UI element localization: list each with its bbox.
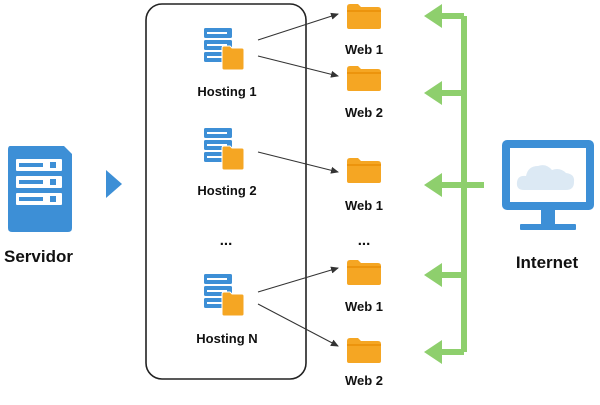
hosting-container bbox=[145, 3, 307, 380]
hosting-n: Hosting N bbox=[196, 273, 258, 346]
internet-arrows bbox=[440, 13, 484, 355]
connector-hosting2-web1 bbox=[257, 151, 339, 174]
internet-arrowhead-1 bbox=[424, 4, 442, 28]
web-ellipsis: ... bbox=[358, 232, 371, 249]
hosting-server-folder-icon bbox=[203, 27, 245, 71]
connector-hosting1-web1 bbox=[257, 12, 339, 41]
web-folder-hn-w1: Web 1 bbox=[345, 259, 383, 314]
internet-label: Internet bbox=[516, 253, 579, 272]
folder-icon bbox=[346, 3, 382, 30]
server-node: Servidor bbox=[4, 146, 73, 266]
server-label: Servidor bbox=[4, 247, 73, 266]
folder-icon bbox=[346, 259, 382, 286]
folder-icon bbox=[346, 65, 382, 92]
hosting-1: Hosting 1 bbox=[197, 27, 257, 99]
internet-arrowhead-3 bbox=[424, 173, 442, 197]
server-icon bbox=[8, 146, 72, 232]
internet-arrowhead-2 bbox=[424, 81, 442, 105]
web-label: Web 1 bbox=[345, 299, 383, 314]
hosting-2: Hosting 2 bbox=[197, 127, 257, 198]
web-folder-h1-w1: Web 1 bbox=[345, 3, 383, 57]
connector-hostingn-web1 bbox=[257, 266, 339, 293]
internet-node: Internet bbox=[502, 140, 594, 272]
web-folder-hn-w2: Web 2 bbox=[345, 337, 383, 388]
hosting-label: Hosting 2 bbox=[197, 183, 256, 198]
folder-icon bbox=[346, 157, 382, 184]
monitor-cloud-icon bbox=[502, 140, 594, 230]
internet-arrowhead-5 bbox=[424, 340, 442, 364]
web-label: Web 2 bbox=[345, 105, 383, 120]
hosting-label: Hosting 1 bbox=[197, 84, 256, 99]
connector-hosting1-web2 bbox=[257, 55, 339, 78]
connector-hostingn-web2 bbox=[257, 303, 339, 347]
web-folder-h2-w1: Web 1 bbox=[345, 157, 383, 213]
web-label: Web 1 bbox=[345, 42, 383, 57]
hosting-ellipsis: ... bbox=[220, 232, 233, 249]
server-to-hostings-arrow bbox=[106, 170, 122, 198]
web-label: Web 2 bbox=[345, 373, 383, 388]
web-label: Web 1 bbox=[345, 198, 383, 213]
internet-arrowhead-4 bbox=[424, 263, 442, 287]
hosting-server-folder-icon bbox=[203, 273, 245, 317]
internet-arrowheads bbox=[424, 4, 442, 364]
web-folder-h1-w2: Web 2 bbox=[345, 65, 383, 120]
connectors bbox=[257, 12, 339, 347]
hosting-label: Hosting N bbox=[196, 331, 257, 346]
hosting-server-folder-icon bbox=[203, 127, 245, 171]
folder-icon bbox=[346, 337, 382, 364]
